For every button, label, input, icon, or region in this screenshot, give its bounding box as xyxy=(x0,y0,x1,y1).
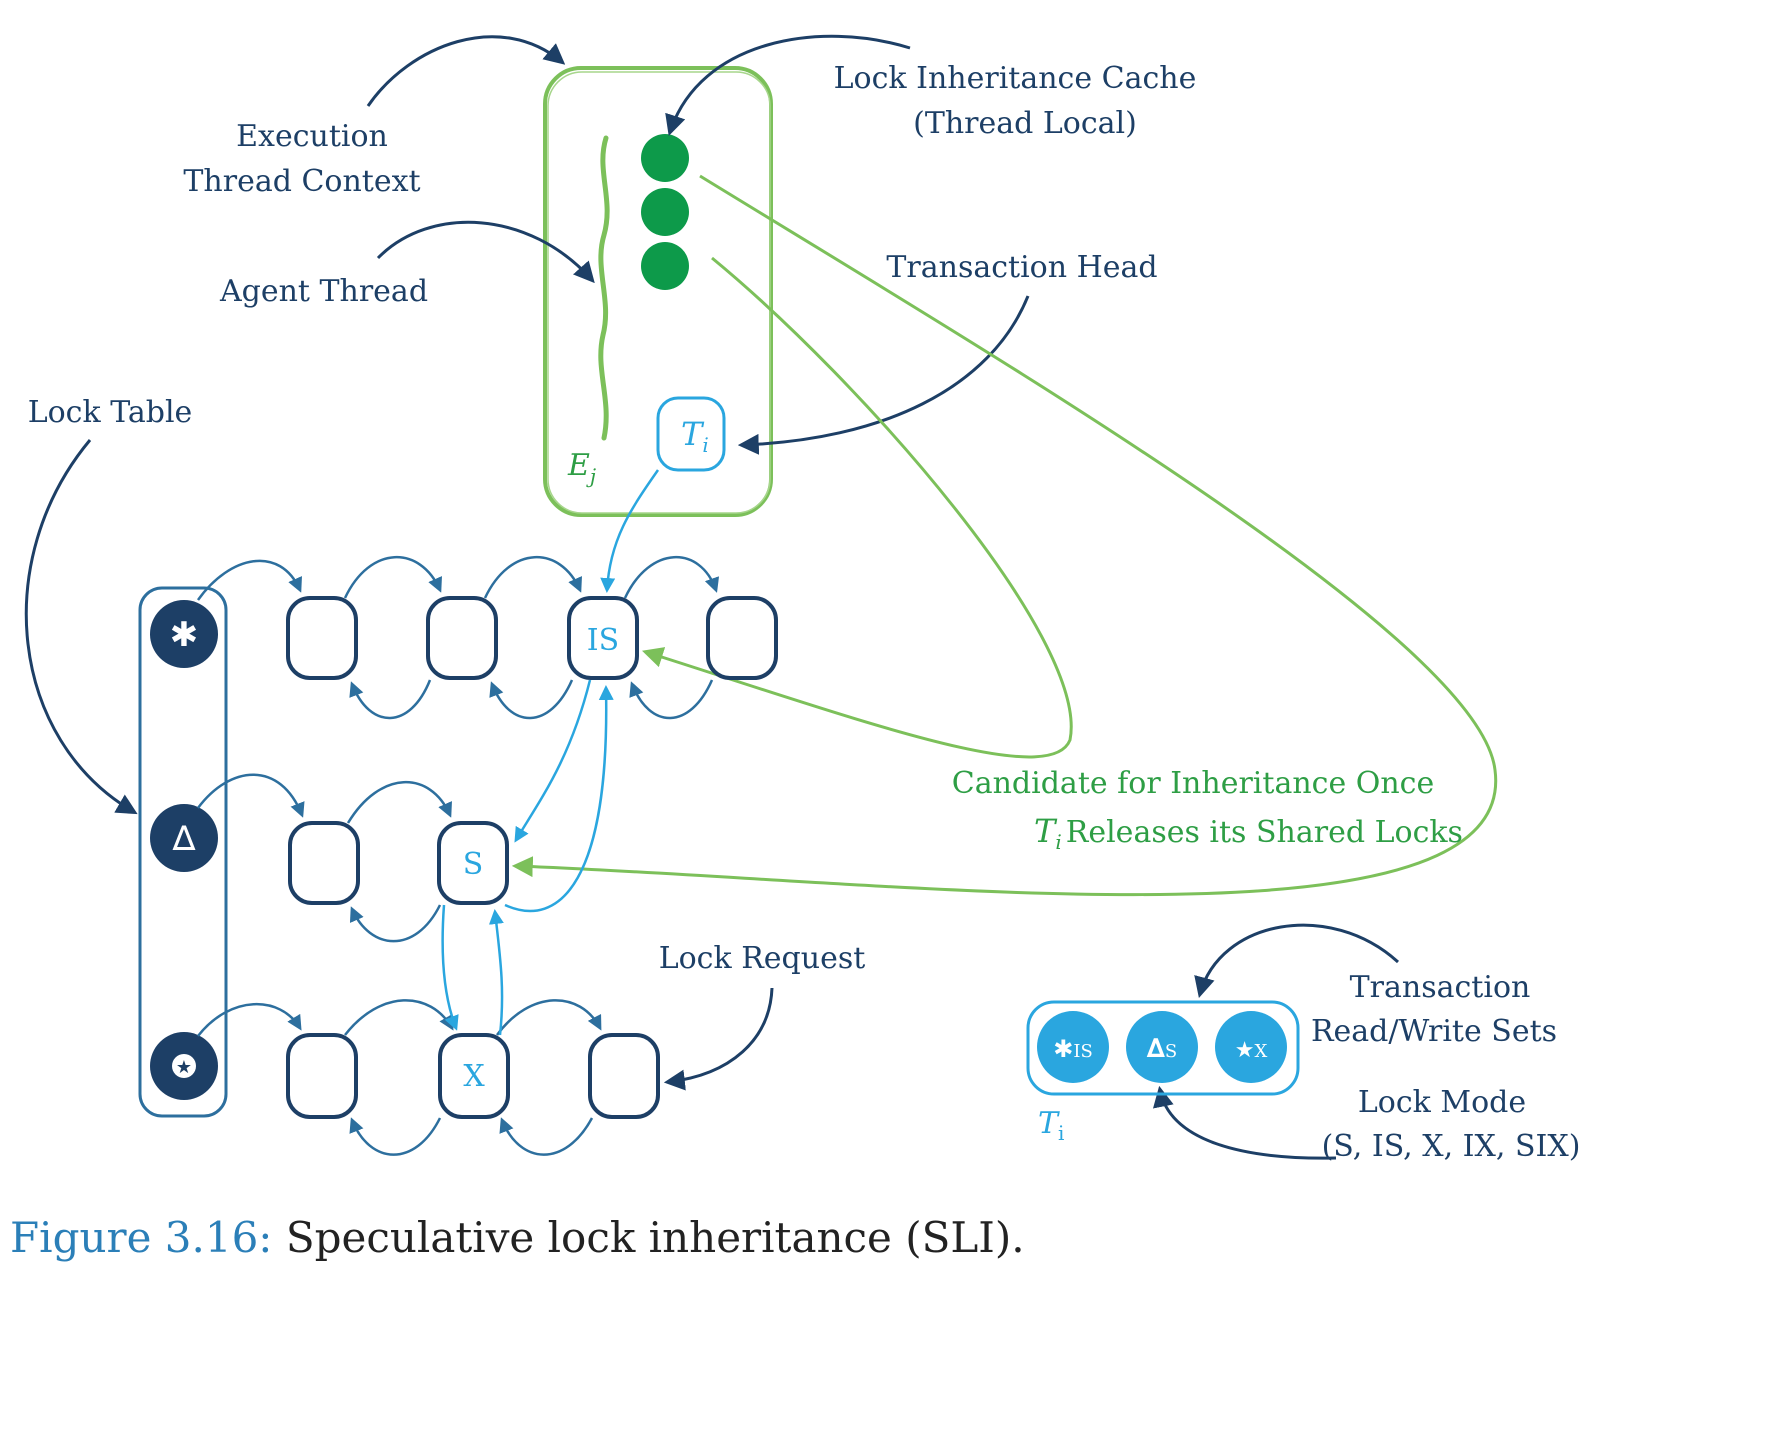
arrow-lock-request xyxy=(663,987,774,1091)
rw-ti-sub: i xyxy=(1058,1121,1064,1145)
triangle-icon: ∆ xyxy=(172,819,196,859)
lock-table-bucket-1: ✱ xyxy=(150,600,218,668)
asterisk-icon: ✱ xyxy=(170,615,199,655)
lock-node-r3-1 xyxy=(286,1033,358,1119)
cache-entry-1 xyxy=(641,134,689,182)
svg-text:Ej: Ej xyxy=(567,448,596,488)
lock-table-bucket-2: ∆ xyxy=(150,804,218,872)
svg-text:∆S: ∆S xyxy=(1147,1034,1177,1064)
label-lock-inheritance-cache: Lock Inheritance Cache xyxy=(834,61,1197,96)
rw-set-item-s: ∆S xyxy=(1126,1011,1198,1083)
svg-text:✱IS: ✱IS xyxy=(1053,1035,1093,1063)
ej-main: E xyxy=(567,448,590,483)
rw-ti-main: T xyxy=(1038,1106,1060,1141)
label-transaction: Transaction xyxy=(1350,970,1531,1005)
lock-table-bucket-3: ★ xyxy=(150,1032,218,1100)
star-circle-icon: ★ xyxy=(1235,1038,1255,1063)
row-2-links xyxy=(196,773,452,943)
star-circle-icon: ★ xyxy=(176,1057,192,1078)
wait-queue-arrows xyxy=(441,469,660,1036)
lock-node-r1-2 xyxy=(426,596,498,680)
rw-set-box xyxy=(1026,1000,1300,1096)
label-execution: Execution xyxy=(236,119,388,154)
arrow-rw-sets xyxy=(1194,923,1400,999)
label-rw-sets: Read/Write Sets xyxy=(1311,1014,1557,1049)
lock-node-s-label: S xyxy=(463,847,484,882)
label-thread-context: Thread Context xyxy=(183,164,420,199)
arrow-cache xyxy=(665,34,911,136)
lock-node-r2-1 xyxy=(288,821,360,905)
cache-entry-3 xyxy=(641,242,689,290)
lock-node-is-label: IS xyxy=(587,623,619,658)
ti-context-sub: i xyxy=(702,433,708,457)
lock-node-r1-1 xyxy=(286,596,358,680)
arrow-agent-thread xyxy=(376,220,595,284)
label-lock-table: Lock Table xyxy=(28,395,193,430)
cache-entry-2 xyxy=(641,188,689,236)
lock-table xyxy=(138,586,228,1118)
green-arrow-to-is xyxy=(641,256,1073,759)
label-candidate-ti: T xyxy=(1034,812,1058,850)
svg-text:Ti: Ti xyxy=(1038,1106,1064,1145)
label-lock-request: Lock Request xyxy=(659,941,866,976)
transaction-head-box xyxy=(656,396,726,472)
label-thread-local: (Thread Local) xyxy=(913,106,1137,141)
rw-set-item-x: ★X xyxy=(1215,1011,1287,1083)
lock-node-r3-3 xyxy=(588,1033,660,1119)
rw-set-mode-x: X xyxy=(1254,1041,1267,1062)
label-lock-mode: Lock Mode xyxy=(1358,1085,1526,1120)
agent-thread-squiggle xyxy=(598,135,610,441)
rw-set-mode-s: S xyxy=(1165,1041,1177,1062)
rw-set-mode-is: IS xyxy=(1073,1041,1092,1062)
label-agent-thread: Agent Thread xyxy=(219,274,428,309)
label-lock-mode-values: (S, IS, X, IX, SIX) xyxy=(1322,1129,1581,1164)
svg-text:★X: ★X xyxy=(1235,1038,1268,1063)
rw-set-item-is: ✱IS xyxy=(1037,1011,1109,1083)
triangle-icon: ∆ xyxy=(1147,1034,1166,1064)
arrow-lock-mode xyxy=(1153,1085,1337,1160)
label-transaction-head: Transaction Head xyxy=(886,250,1157,285)
svg-text:Ti: Ti xyxy=(681,415,709,457)
ej-sub: j xyxy=(586,464,596,488)
lock-node-x xyxy=(438,1033,510,1119)
caption-text: Speculative lock inheritance (SLI). xyxy=(272,1213,1024,1262)
arrow-transaction-head xyxy=(737,295,1030,455)
row-1-links xyxy=(196,555,720,720)
arrow-lock-table xyxy=(24,439,138,815)
execution-context-box xyxy=(543,66,773,517)
lock-node-s xyxy=(437,821,509,905)
arrow-execution-context xyxy=(366,35,566,107)
lock-node-r1-4 xyxy=(706,596,778,680)
asterisk-icon: ✱ xyxy=(1053,1035,1073,1063)
green-arrow-to-s xyxy=(511,174,1498,897)
label-candidate-ti-sub: i xyxy=(1055,830,1061,854)
lock-node-is xyxy=(567,596,639,680)
caption-prefix: Figure 3.16: xyxy=(10,1213,272,1262)
row-3-links xyxy=(197,999,602,1156)
figure-caption: Figure 3.16: Speculative lock inheritanc… xyxy=(10,1213,1025,1262)
label-candidate-line1: Candidate for Inheritance Once xyxy=(952,766,1434,801)
label-candidate-line2: Releases its Shared Locks xyxy=(1066,815,1463,850)
lock-node-x-label: X xyxy=(463,1059,485,1094)
ti-context-main: T xyxy=(681,415,705,453)
